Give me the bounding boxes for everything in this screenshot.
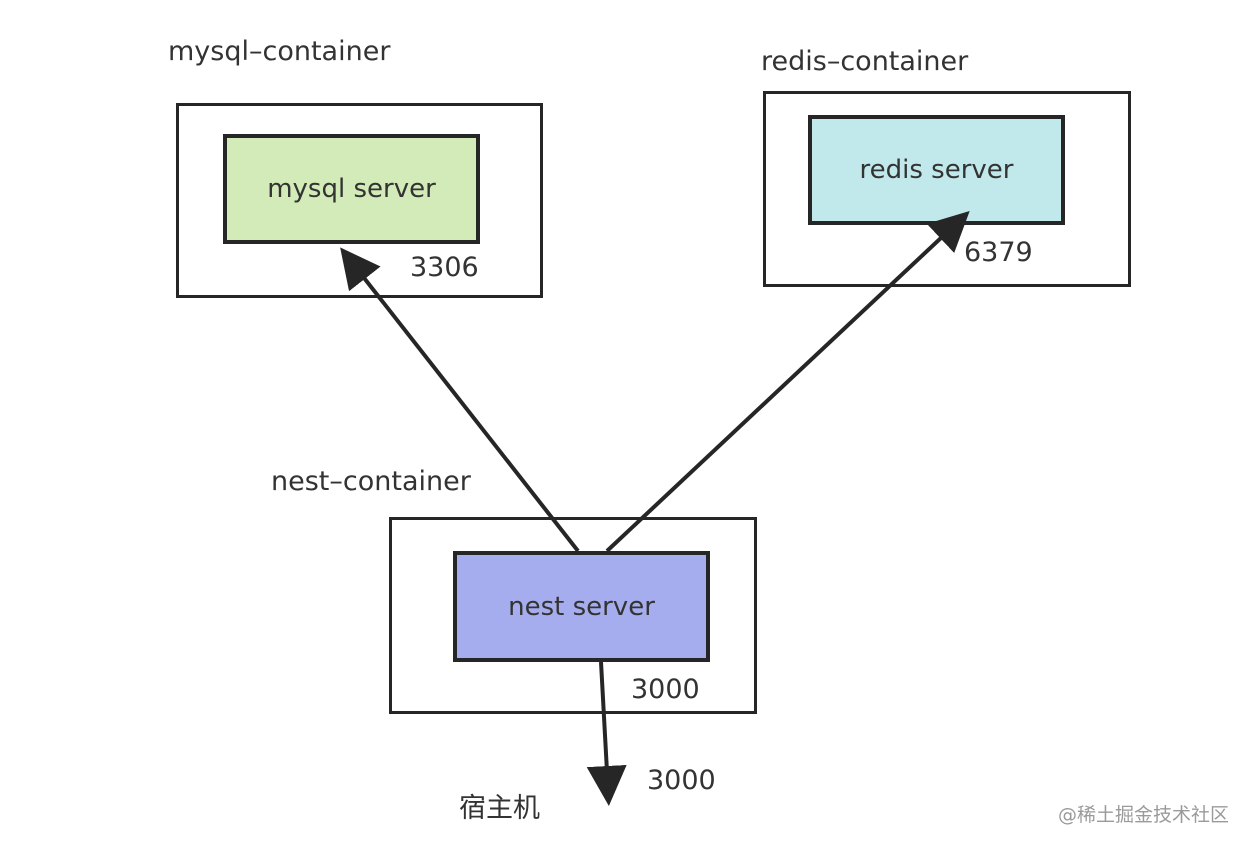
- nest-container-label: nest–container: [271, 466, 471, 497]
- mysql-port-label: 3306: [410, 252, 479, 283]
- arrow-nest-to-host: [586, 661, 627, 806]
- mysql-server-label: mysql server: [267, 174, 436, 204]
- host-port-label: 3000: [647, 765, 716, 796]
- redis-container-label: redis–container: [761, 46, 969, 77]
- redis-port-label: 6379: [964, 237, 1033, 268]
- nest-server-label: nest server: [508, 591, 655, 622]
- redis-server-label: redis server: [859, 155, 1014, 185]
- watermark: @稀土掘金技术社区: [1058, 804, 1230, 826]
- mysql-container-label: mysql–container: [168, 36, 391, 67]
- host-label: 宿主机: [459, 793, 540, 824]
- arrow-nest-to-redis: [605, 211, 970, 553]
- mysql-server-box: mysql server: [223, 134, 480, 244]
- nest-port-label: 3000: [631, 674, 700, 705]
- arrow-nest-to-mysql: [340, 247, 580, 553]
- nest-server-box: nest server: [453, 551, 710, 662]
